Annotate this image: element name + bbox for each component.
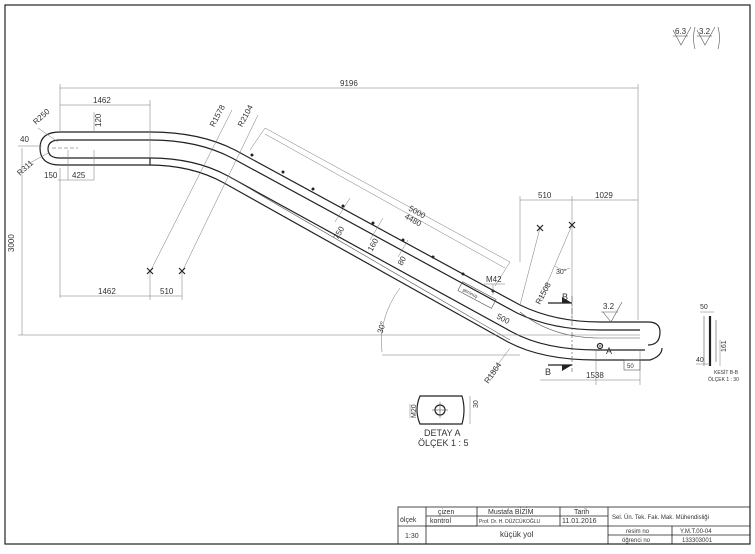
detail-dim-m20: M20 xyxy=(411,404,418,418)
detail-a-view: 30 M20 DETAY A ÖLÇEK 1 : 5 xyxy=(409,395,480,448)
dim-r1508: R1508 xyxy=(534,280,553,306)
dim-50-small: 50 xyxy=(627,364,634,370)
dim-m42: M42 xyxy=(486,275,502,284)
dim-510-bottom: 510 xyxy=(160,287,174,296)
dim-section-40: 40 xyxy=(696,357,704,364)
tb-scale-label: ölçek xyxy=(400,517,417,524)
bottom-angle: 30° R1864 xyxy=(376,287,520,385)
dim-angle-bottom: 30° xyxy=(376,320,388,334)
section-scale: ÖLÇEK 1 : 30 xyxy=(708,376,739,383)
dim-160: 160 xyxy=(366,236,381,253)
finish-primary-text: 6.3 xyxy=(675,27,687,36)
dim-r2104: R2104 xyxy=(236,103,255,129)
height-dimension: 3000 xyxy=(7,148,640,336)
upper-right-dimensions: 510 1029 R1508 30° xyxy=(519,191,638,320)
surface-finish-symbol: 6.3 3.2 xyxy=(672,26,720,50)
sheet-border xyxy=(4,4,751,545)
tb-drawn-label: çizen xyxy=(438,509,454,516)
dim-750: 750 xyxy=(332,224,347,241)
tb-drawing-no-label: resim no xyxy=(626,529,650,535)
finish-secondary-text: 3.2 xyxy=(699,27,711,36)
title-block: çizen kontrol Mustafa BİZİM Prof. Dr. H.… xyxy=(397,506,751,545)
section-mark-bottom: B xyxy=(545,367,551,377)
section-cut-marks: B B xyxy=(545,292,573,377)
tb-check-label: kontrol xyxy=(430,518,451,525)
local-finish-symbol: 3.2 xyxy=(601,301,623,323)
dim-1462-top: 1462 xyxy=(93,96,111,105)
tb-school: Sel. Ün. Tek. Fak. Mak. Mühendisliği xyxy=(612,514,709,521)
section-bb-view: 50 161 40 KESİT B-B ÖLÇEK 1 : 30 xyxy=(696,304,739,383)
dim-120: 120 xyxy=(94,113,103,127)
dim-r250: R250 xyxy=(31,107,52,127)
left-end-dimensions: 425 150 40 R250 R311 xyxy=(15,107,95,181)
dim-40: 40 xyxy=(20,135,29,144)
tb-drawn-name: Mustafa BİZİM xyxy=(488,507,534,516)
detail-title: DETAY A xyxy=(424,428,461,438)
dim-425: 425 xyxy=(72,171,86,180)
detail-scale: ÖLÇEK 1 : 5 xyxy=(418,438,469,448)
finish-local-text: 3.2 xyxy=(603,302,615,311)
tb-part-name: küçük yol xyxy=(500,530,534,539)
detail-dim-30: 30 xyxy=(473,400,480,408)
tb-date-label: Tarih xyxy=(574,509,589,516)
tb-student-no: 133303001 xyxy=(682,538,713,544)
tb-check-name: Prof. Dr. H. DÜZCÜKOĞLU xyxy=(479,518,541,525)
track-body xyxy=(39,131,663,361)
detail-mark: A xyxy=(606,346,612,356)
dim-r311: R311 xyxy=(15,158,35,177)
dim-angle-top: 30° xyxy=(556,268,567,276)
tb-drawing-no: Y.M.T.00-04 xyxy=(680,529,712,535)
dim-80: 80 xyxy=(396,254,408,267)
tb-student-no-label: öğrenci no xyxy=(622,538,651,544)
dim-section-161: 161 xyxy=(721,340,728,352)
section-title: KESİT B-B xyxy=(714,369,739,376)
tb-scale-value: 1:30 xyxy=(405,533,419,540)
dim-1462-bottom: 1462 xyxy=(98,287,116,296)
dim-1029: 1029 xyxy=(595,191,613,200)
hole-pattern xyxy=(250,153,495,293)
dim-r1864: R1864 xyxy=(482,360,503,385)
dim-1538: 1538 xyxy=(586,371,604,380)
detail-marker: A 1538 50 xyxy=(540,342,641,385)
tb-date-value: 11.01.2016 xyxy=(562,518,597,525)
section-mark-top: B xyxy=(562,292,568,302)
dim-section-50: 50 xyxy=(700,304,708,311)
dim-3000: 3000 xyxy=(7,234,16,252)
dim-150: 150 xyxy=(44,171,58,180)
dim-510-top: 510 xyxy=(538,191,552,200)
overall-dimension: 9196 1462 120 xyxy=(59,79,639,320)
slope-dimension: 5000 4480 750 160 80 xyxy=(249,127,511,287)
dim-9196: 9196 xyxy=(340,79,358,88)
